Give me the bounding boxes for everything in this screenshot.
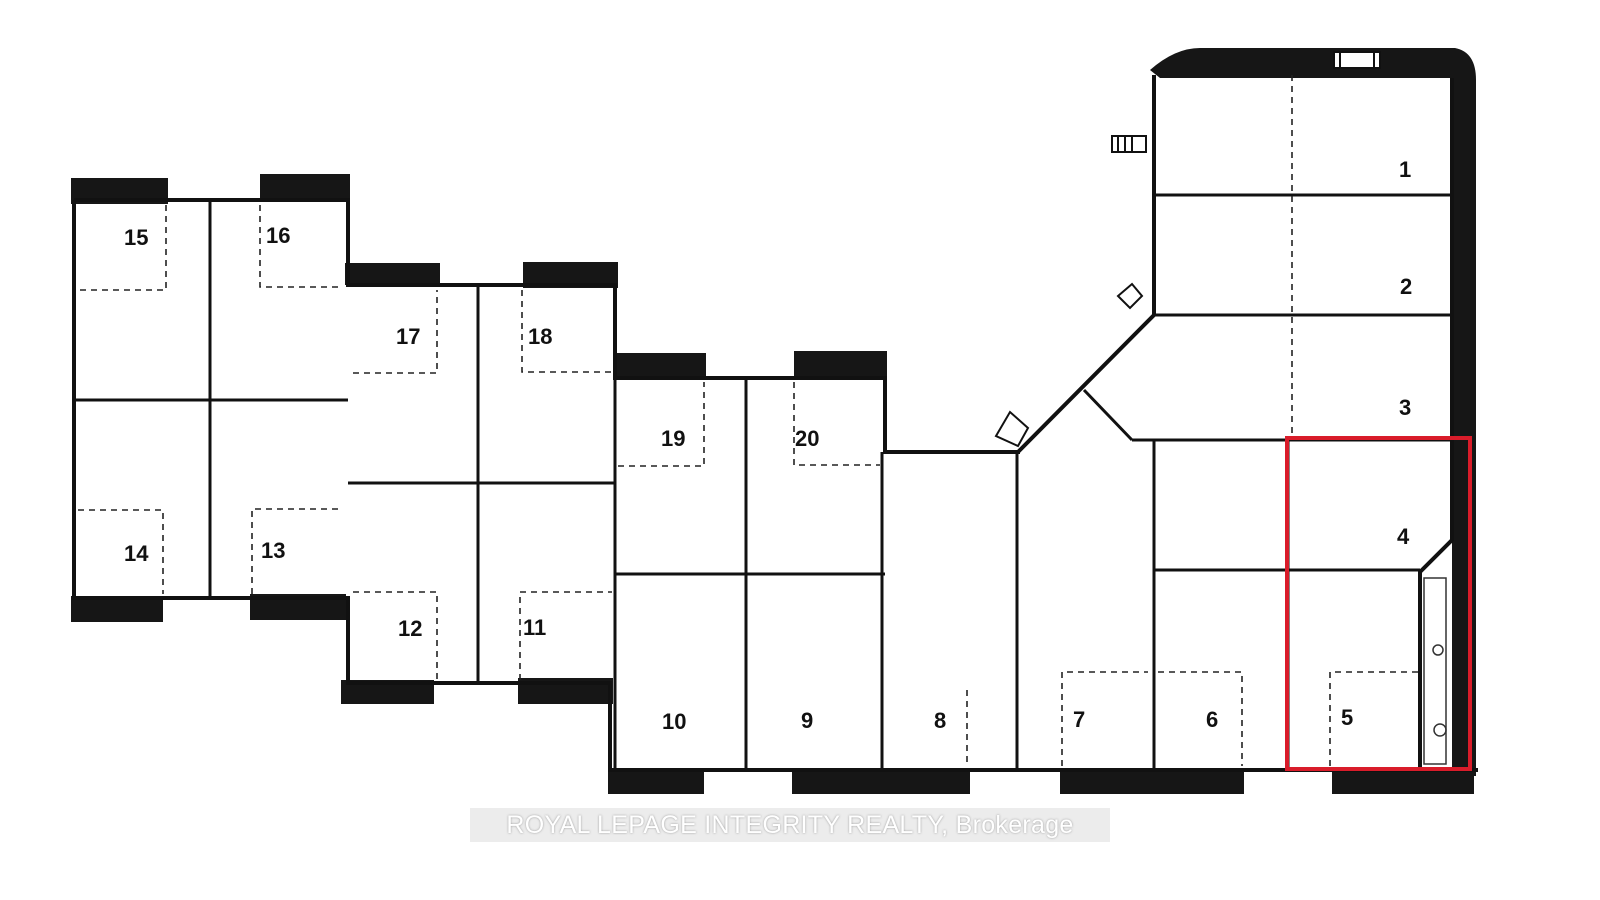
unit-label-4: 4 — [1397, 524, 1410, 549]
unit-label-7: 7 — [1073, 707, 1085, 732]
unit-label-8: 8 — [934, 708, 946, 733]
unit-label-19: 19 — [661, 426, 685, 451]
unit-label-15: 15 — [124, 225, 148, 250]
exterior-fixtures — [994, 51, 1447, 765]
brokerage-watermark: ROYAL LEPAGE INTEGRITY REALTY, Brokerage — [470, 808, 1110, 842]
dashed-room-outlines — [78, 205, 1418, 766]
highlighted-units-outline — [1285, 436, 1472, 771]
unit-label-14: 14 — [124, 541, 149, 566]
unit-label-2: 2 — [1400, 274, 1412, 299]
unit-labels: 1 2 3 4 5 6 7 8 9 10 11 12 13 14 15 16 1… — [124, 157, 1412, 734]
unit-label-20: 20 — [795, 426, 819, 451]
unit-label-3: 3 — [1399, 395, 1411, 420]
exterior-wall-bars — [71, 48, 1476, 794]
unit-label-5: 5 — [1341, 705, 1353, 730]
unit-label-6: 6 — [1206, 707, 1218, 732]
unit-label-17: 17 — [396, 324, 420, 349]
unit-label-12: 12 — [398, 616, 422, 641]
unit-label-13: 13 — [261, 538, 285, 563]
unit-label-9: 9 — [801, 708, 813, 733]
unit-label-10: 10 — [662, 709, 686, 734]
unit-label-18: 18 — [528, 324, 552, 349]
unit-label-11: 11 — [523, 615, 546, 640]
unit-label-1: 1 — [1399, 157, 1411, 182]
unit-label-16: 16 — [266, 223, 290, 248]
